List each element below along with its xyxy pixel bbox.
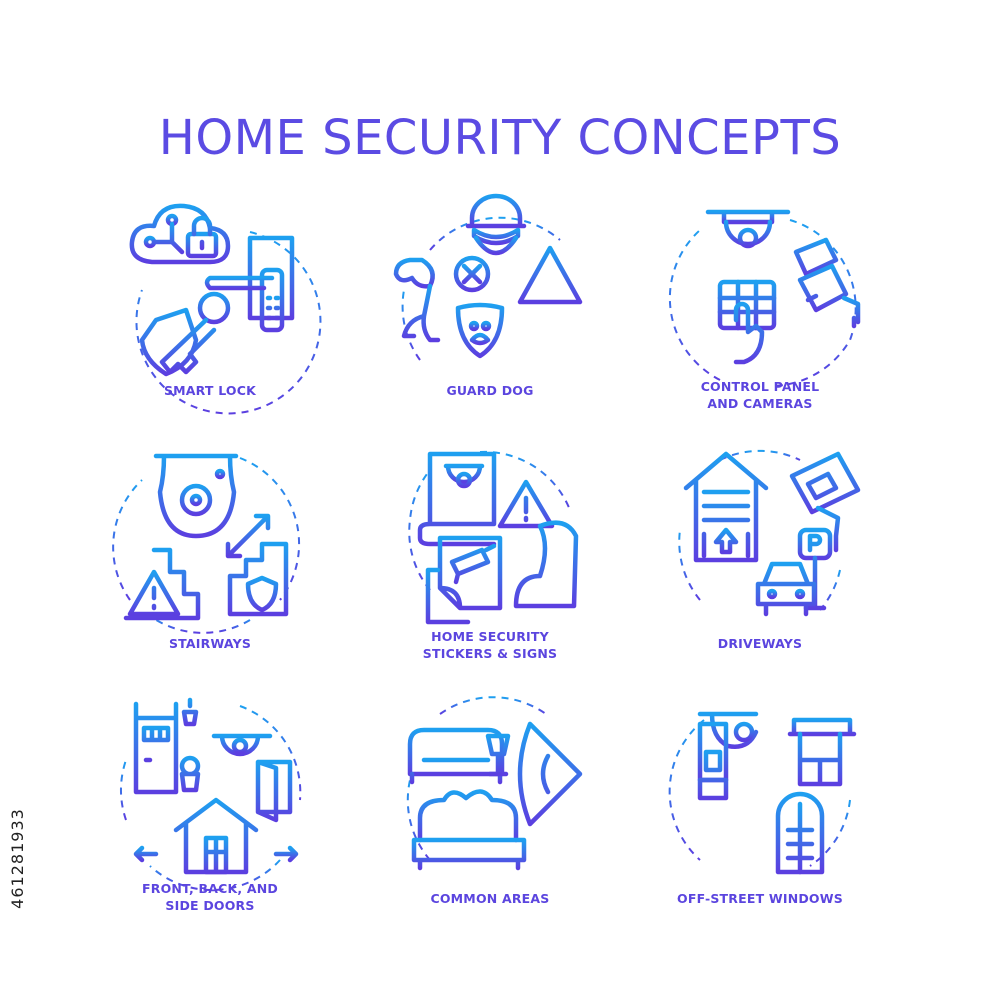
concept-label: GUARD DOG <box>446 383 534 398</box>
concept-stairways: STAIRWAYS <box>90 440 330 720</box>
stairways-icon <box>112 453 301 634</box>
concept-off-street-windows: OFF-STREET WINDOWS <box>640 690 880 970</box>
doors-icon <box>119 697 302 892</box>
page-title: HOME SECURITY CONCEPTS <box>158 110 842 167</box>
driveway-icon <box>678 449 861 617</box>
concept-label: DRIVEWAYS <box>717 636 803 651</box>
concept-label: OFF-STREET WINDOWS <box>677 891 843 906</box>
concept-common-areas: COMMON AREAS <box>370 690 610 970</box>
control-panel-camera-icon <box>668 209 861 388</box>
common-areas-icon <box>406 696 583 871</box>
concept-label: COMMON AREAS <box>430 891 550 906</box>
security-sticker-icon <box>408 450 579 625</box>
concept-label: STAIRWAYS <box>168 636 252 651</box>
concept-smart-lock: SMART LOCK <box>90 190 330 470</box>
smart-lock-icon <box>129 203 322 415</box>
guard-dog-icon <box>393 193 583 361</box>
side-id-text: 461281933 <box>7 807 27 909</box>
windows-icon <box>668 711 857 875</box>
concept-guard-dog: GUARD DOG <box>370 190 610 470</box>
concept-driveways: DRIVEWAYS <box>640 440 880 720</box>
concept-label: SMART LOCK <box>163 383 257 398</box>
